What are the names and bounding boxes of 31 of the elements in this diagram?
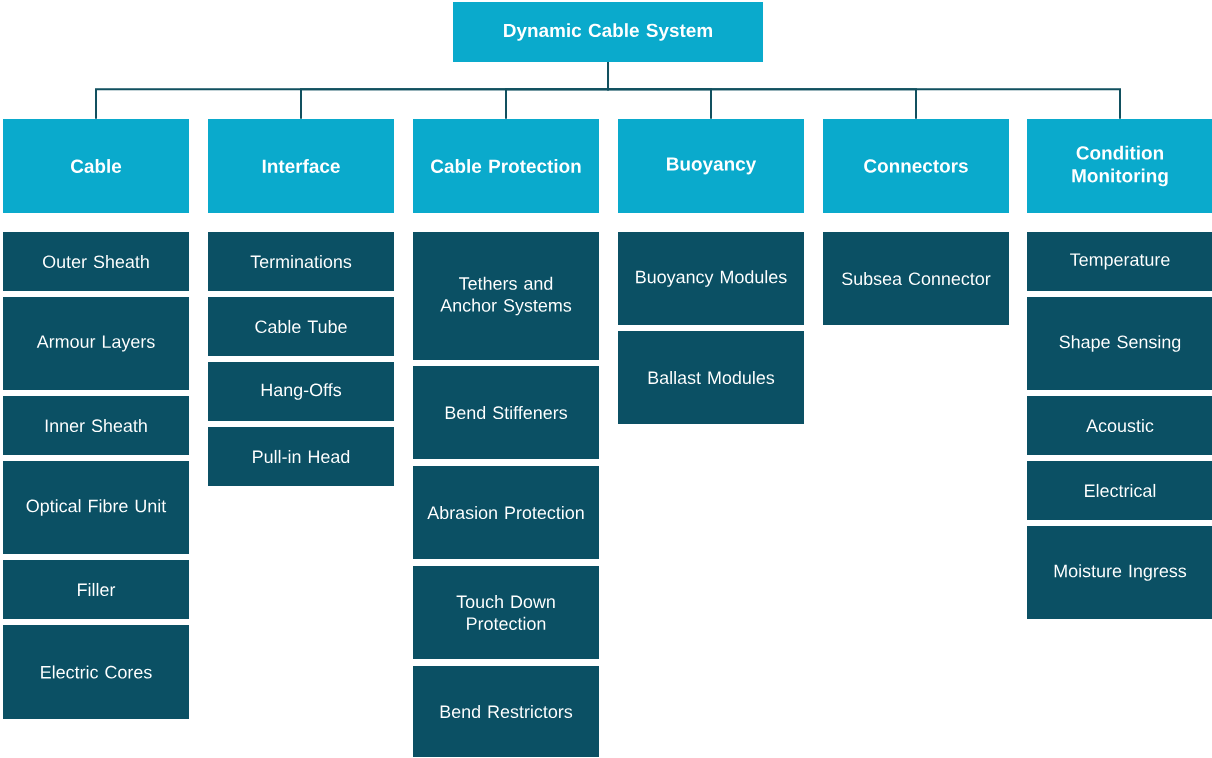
item-box: Hang-Offs	[208, 362, 394, 421]
item-box: Filler	[3, 560, 189, 619]
item-box: Bend Restrictors	[413, 666, 599, 757]
item-box: Acoustic	[1027, 396, 1212, 455]
item-box: Inner Sheath	[3, 396, 189, 455]
category-box: Buoyancy	[618, 119, 804, 213]
item-box: Electric Cores	[3, 625, 189, 719]
item-box: Shape Sensing	[1027, 297, 1212, 390]
item-box: Subsea Connector	[823, 232, 1009, 325]
item-box: Ballast Modules	[618, 331, 804, 424]
item-box: Electrical	[1027, 461, 1212, 520]
item-box: Pull-in Head	[208, 427, 394, 486]
category-box: Condition Monitoring	[1027, 119, 1212, 213]
connector-line	[607, 61, 1121, 120]
item-box: Temperature	[1027, 232, 1212, 291]
item-box: Outer Sheath	[3, 232, 189, 291]
item-box: Terminations	[208, 232, 394, 291]
category-box: Connectors	[823, 119, 1009, 213]
root-box: Dynamic Cable System	[453, 2, 763, 62]
item-box: Bend Stiffeners	[413, 366, 599, 459]
item-box: Tethers and Anchor Systems	[413, 232, 599, 360]
item-box: Moisture Ingress	[1027, 526, 1212, 619]
category-box: Cable	[3, 119, 189, 213]
item-box: Touch Down Protection	[413, 566, 599, 659]
category-box: Interface	[208, 119, 394, 213]
item-box: Optical Fibre Unit	[3, 461, 189, 554]
item-box: Buoyancy Modules	[618, 232, 804, 325]
item-box: Armour Layers	[3, 297, 189, 390]
item-box: Cable Tube	[208, 297, 394, 356]
item-box: Abrasion Protection	[413, 466, 599, 559]
category-box: Cable Protection	[413, 119, 599, 213]
